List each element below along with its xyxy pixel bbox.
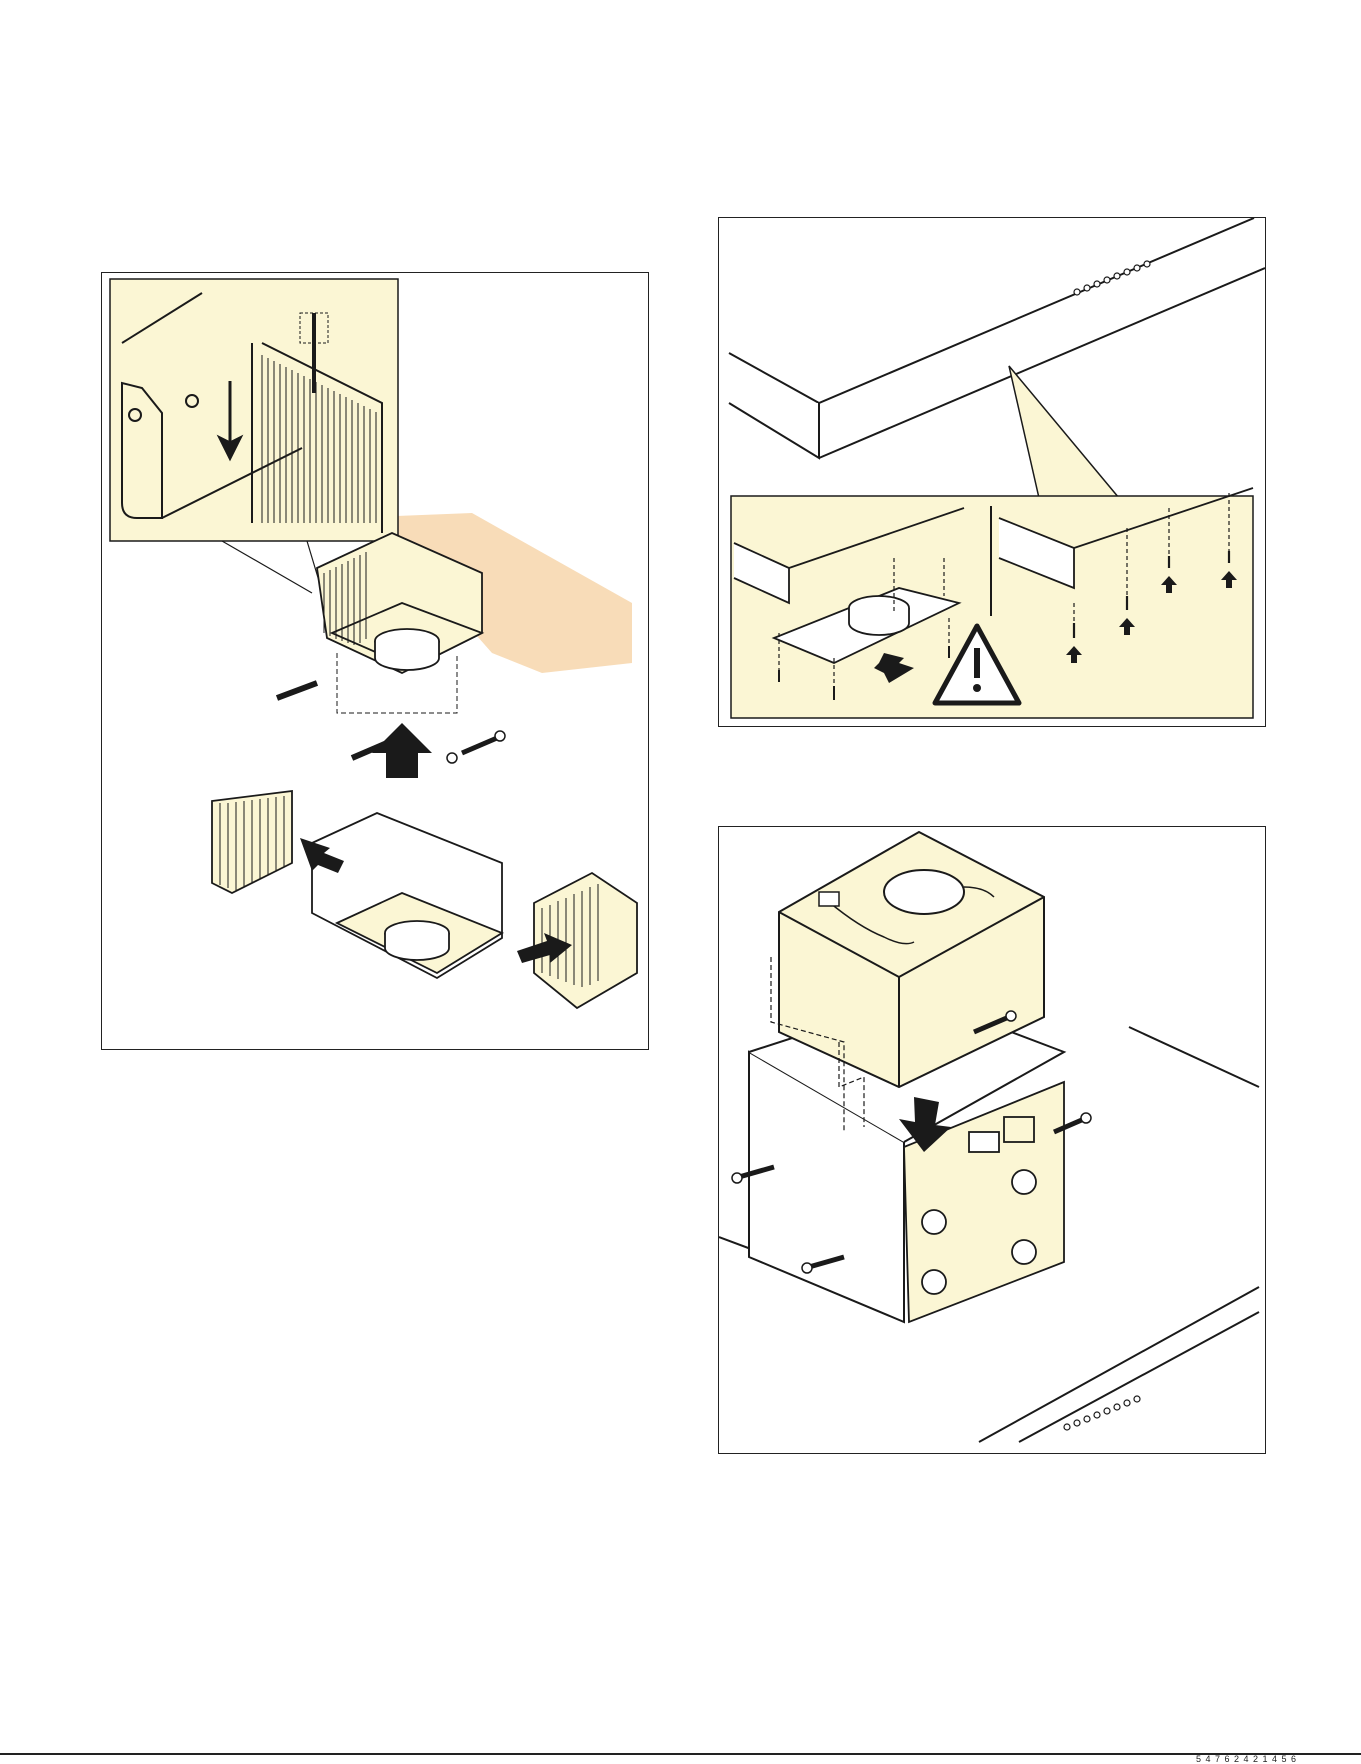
filter-installation-illustration	[102, 273, 648, 1049]
figure-filter-installation	[101, 272, 649, 1050]
hood-control-buttons	[1064, 1396, 1140, 1430]
callout-pointer	[1009, 366, 1119, 498]
footer-code: 5 4 7 6 2 4 2 1 4 5 6	[1196, 1754, 1297, 1764]
figure-hood-mounting-plate	[718, 217, 1266, 727]
callout-lines	[222, 541, 322, 593]
hood-icon	[729, 218, 1265, 458]
filter-icon	[212, 791, 292, 893]
arrow-up-icon	[372, 723, 432, 778]
lower-housing-icon	[312, 813, 502, 978]
figure-motor-unit-assembly	[718, 826, 1266, 1454]
motor-assembly-illustration	[719, 827, 1265, 1453]
footer-rule	[0, 1753, 1361, 1755]
hood-mounting-illustration	[719, 218, 1265, 726]
